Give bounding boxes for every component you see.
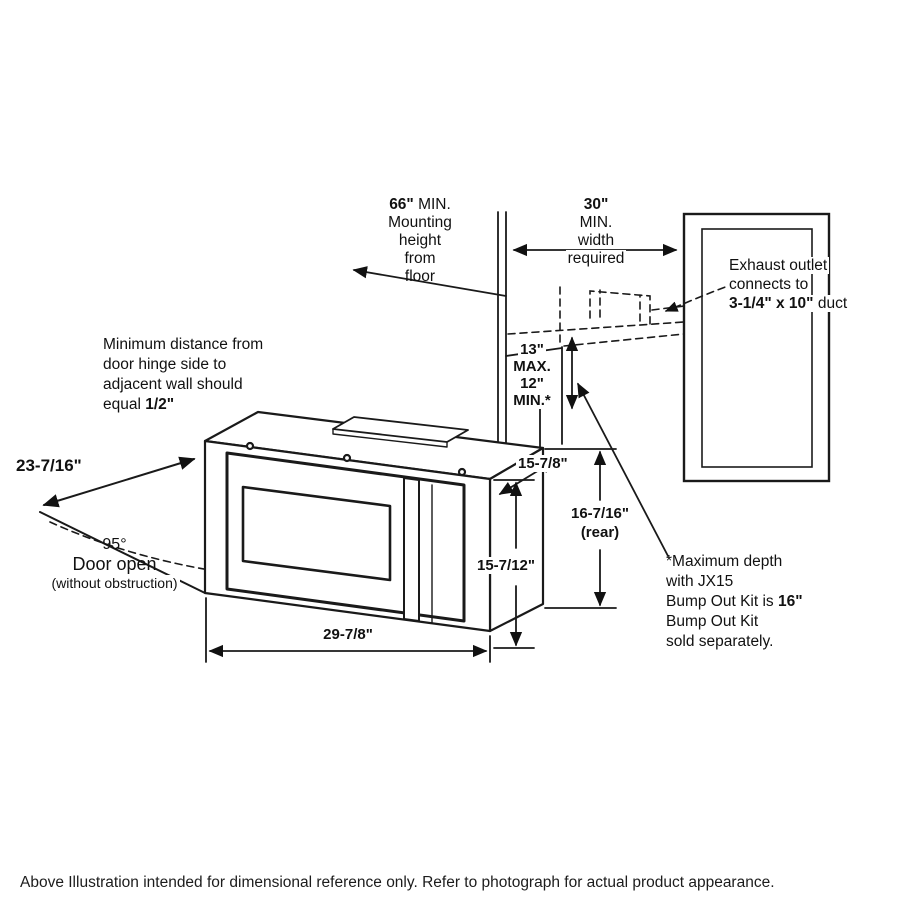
microwave-door-handle: [403, 477, 420, 622]
front-height-arrow: [493, 479, 535, 649]
label-width-required: 30" MIN. width required: [565, 196, 627, 267]
footer-disclaimer: Above Illustration intended for dimensio…: [20, 874, 775, 891]
label-front-height: 15-7/12": [475, 557, 537, 574]
microwave-unit: [203, 410, 545, 633]
door-open-note: (without obstruction): [49, 575, 180, 591]
exhaust-leader-arrow: [664, 282, 737, 312]
label-rear-height: 16-7/16" (rear): [569, 505, 631, 541]
door-open-title: Door open: [72, 554, 157, 574]
unit-width-arrow: [205, 597, 491, 663]
label-top-depth: 15-7/8": [516, 455, 570, 472]
label-bump-out-note: *Maximum depth with JX15 Bump Out Kit is…: [666, 553, 803, 650]
bump-out-leader-arrow: [577, 382, 669, 557]
mounting-height-leader-arrow: [352, 266, 507, 297]
mounting-screw-hole: [457, 467, 467, 477]
label-min-distance: Minimum distance from door hinge side to…: [103, 336, 264, 413]
label-cabinet-depth: 13" MAX. 12" MIN.*: [511, 341, 553, 409]
microwave-door-window: [241, 485, 392, 582]
microwave-top-vent-edge: [332, 428, 448, 448]
label-exhaust-outlet: Exhaust outlet connects to 3-1/4" x 10" …: [727, 257, 850, 312]
rear-height-arrow: [544, 448, 617, 609]
mounting-screw-hole: [245, 441, 255, 451]
door-open-angle: 95°: [102, 536, 127, 553]
label-mounting-height: 66" MIN. Mounting height from floor: [388, 196, 452, 285]
label-door-open: 95° Door open (without obstruction): [22, 536, 207, 592]
label-door-projection: 23-7/16": [16, 456, 82, 475]
window-frame: [682, 212, 831, 483]
mounting-screw-hole: [342, 453, 352, 463]
door-projection-arrow: [42, 456, 196, 508]
microwave-top-vent: [332, 416, 469, 443]
label-unit-width: 29-7/8": [321, 626, 375, 643]
